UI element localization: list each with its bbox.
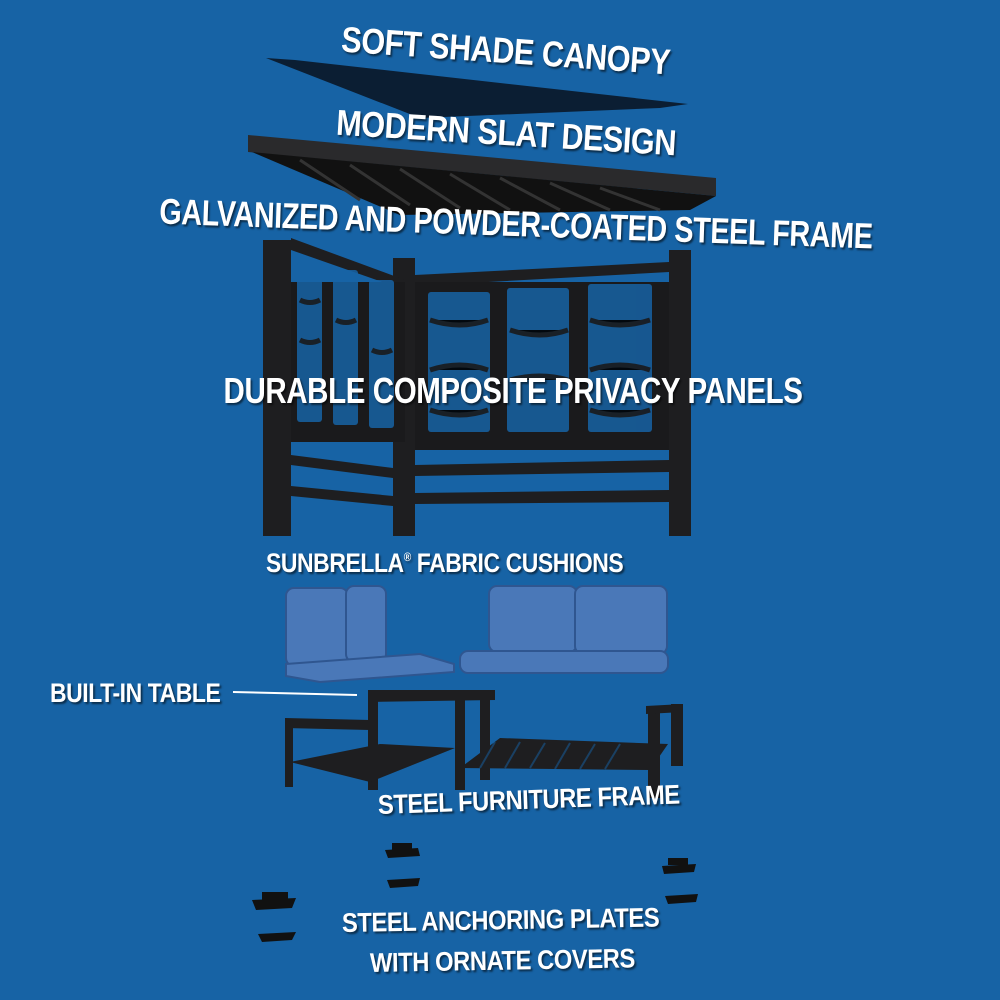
registered-mark: ® <box>403 550 412 564</box>
label-privacy-panels: DURABLE COMPOSITE PRIVACY PANELS <box>224 370 803 412</box>
label-text: BUILT-IN TABLE <box>50 678 221 708</box>
label-text: STEEL ANCHORING PLATES <box>341 902 660 938</box>
label-text: WITH ORNATE COVERS <box>369 943 636 978</box>
label-text: SUNBRELLA <box>266 548 404 578</box>
anchor-plates <box>252 843 698 942</box>
label-text: FABRIC CUSHIONS <box>410 548 624 578</box>
slat-roof <box>248 135 716 215</box>
cushions <box>285 585 669 684</box>
shade-canopy <box>266 58 688 118</box>
label-ornate-covers: WITH ORNATE COVERS <box>370 943 635 979</box>
label-built-in-table: BUILT-IN TABLE <box>50 678 221 709</box>
label-cushions: SUNBRELLA® FABRIC CUSHIONS <box>266 548 624 579</box>
table-leader-line <box>232 691 358 696</box>
label-anchor-plates: STEEL ANCHORING PLATES <box>342 902 660 939</box>
label-text: DURABLE COMPOSITE PRIVACY PANELS <box>223 370 803 411</box>
